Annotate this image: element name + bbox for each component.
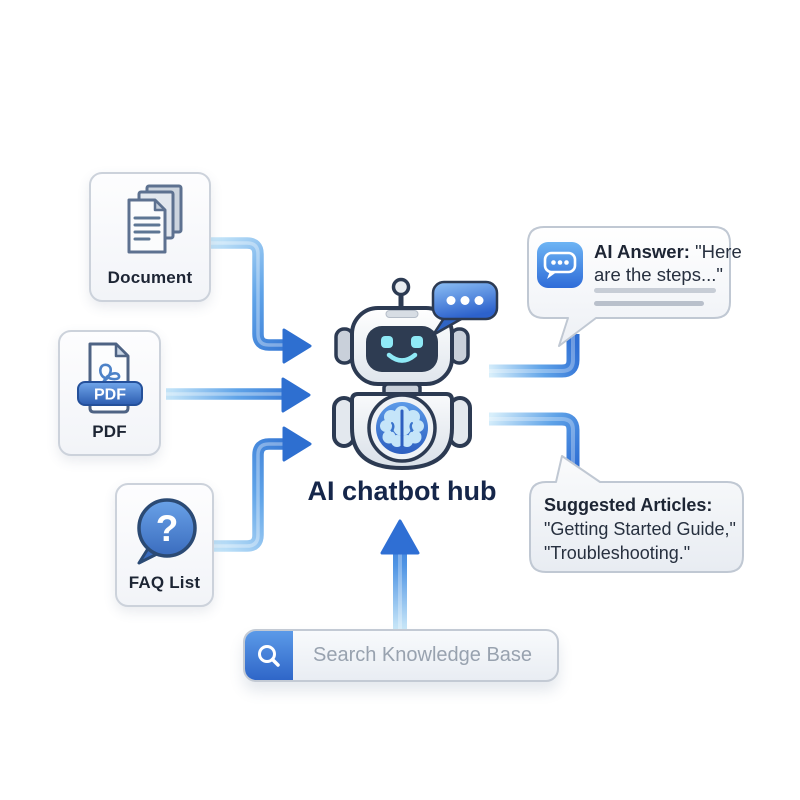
- robot-eye-left: [381, 336, 393, 348]
- brain-icon: [380, 406, 424, 448]
- faq-to-hub-arrow: [211, 426, 312, 552]
- faq-card[interactable]: ? FAQ List: [115, 483, 214, 607]
- document-stack-icon: [127, 184, 183, 254]
- search-to-hub-arrow: [380, 519, 420, 631]
- suggested-article-2: "Troubleshooting.": [544, 543, 691, 564]
- ai-answer-quote: "Here are the steps...": [594, 241, 742, 285]
- placeholder-line-2: [594, 301, 704, 306]
- faq-card-label: FAQ List: [128, 573, 201, 592]
- suggested-article-1: "Getting Started Guide,": [544, 519, 736, 540]
- pdf-file-icon: PDF: [76, 342, 143, 414]
- robot-antenna-ball: [391, 277, 411, 297]
- pdf-swirl-glyph: [98, 363, 120, 383]
- pdf-to-hub-arrow: [166, 377, 311, 413]
- robot-head-slot: [385, 310, 419, 318]
- ai-answer-label: AI Answer:: [594, 241, 690, 262]
- suggested-articles-bubble: [529, 455, 744, 573]
- search-icon: [258, 644, 280, 667]
- search-button[interactable]: [245, 631, 293, 680]
- hub-title: AI chatbot hub: [307, 476, 497, 506]
- robot-speech-bubble-icon: [431, 280, 499, 337]
- document-card-label: Document: [107, 268, 193, 287]
- robot-eye-right: [411, 336, 423, 348]
- pdf-card[interactable]: PDF PDF: [58, 330, 161, 456]
- chat-dots-icon: [537, 242, 583, 288]
- document-card[interactable]: Document: [89, 172, 211, 302]
- suggested-articles-content: Suggested Articles: "Getting Started Gui…: [544, 493, 740, 565]
- hub-to-answer-connector: [489, 334, 580, 378]
- robot-smile: [386, 352, 418, 363]
- question-bubble-icon: ?: [136, 498, 197, 565]
- search-input[interactable]: [293, 644, 557, 667]
- ai-answer-text: AI Answer: "Here are the steps...": [594, 241, 746, 286]
- document-to-hub-arrow: [210, 237, 312, 364]
- placeholder-line-1: [594, 288, 716, 293]
- question-mark-glyph: ?: [155, 508, 178, 549]
- ai-answer-content: AI Answer: "Here are the steps...": [537, 241, 746, 286]
- hub-to-suggested-connector: [489, 412, 580, 476]
- pdf-card-label: PDF: [92, 422, 127, 441]
- robot-face-screen: [366, 326, 438, 372]
- search-bar[interactable]: [243, 629, 559, 682]
- chatbot-robot: [332, 277, 499, 471]
- suggested-articles-label: Suggested Articles:: [544, 495, 713, 515]
- robot-antenna-stalk: [398, 291, 404, 313]
- pdf-banner-text: PDF: [94, 387, 126, 404]
